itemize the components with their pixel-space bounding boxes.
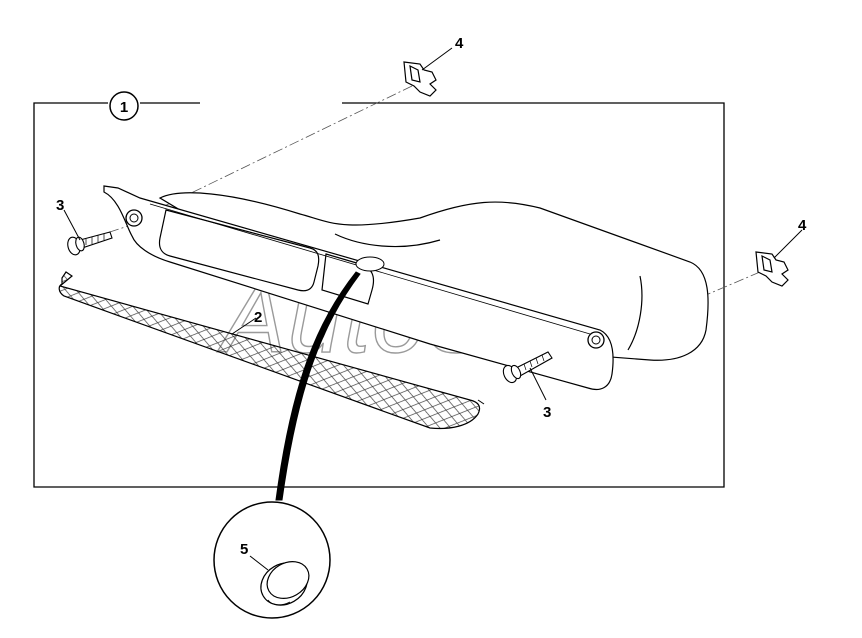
magnifier-detail — [213, 501, 331, 619]
callout-3-left-label: 3 — [56, 197, 64, 214]
callout-4-right-label: 4 — [798, 217, 807, 234]
assembly-frame — [33, 102, 725, 488]
plug-cap — [260, 561, 310, 606]
callout-5-label: 5 — [240, 541, 248, 558]
callout-4-top-label: 4 — [455, 35, 464, 52]
clip-right — [755, 251, 789, 287]
magnifier-leader — [275, 271, 361, 501]
clip-top — [403, 61, 437, 97]
plug-hole — [355, 256, 385, 272]
bolt-left — [67, 231, 113, 256]
glovebox-bracket — [103, 185, 709, 391]
callout-3-right-label: 3 — [543, 404, 551, 421]
callout-leaders — [63, 47, 803, 571]
bolt-right — [502, 351, 553, 384]
mounting-hole-right — [587, 331, 605, 349]
mesh-grille — [58, 271, 485, 430]
callout-2-label: 2 — [254, 309, 262, 326]
callout-1-label: 1 — [120, 99, 128, 116]
mounting-hole-left — [125, 209, 143, 227]
callout-1-badge: 1 — [109, 91, 139, 121]
